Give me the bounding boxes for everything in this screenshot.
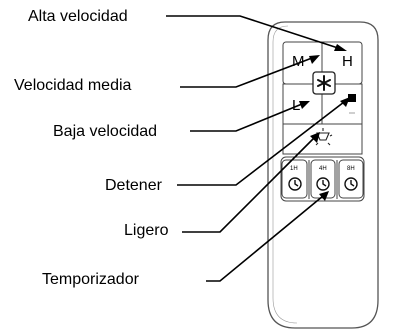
leader-medium-speed xyxy=(180,57,313,88)
timer-button-1h[interactable]: 1H xyxy=(288,166,302,191)
leader-low-speed xyxy=(190,103,303,132)
label-timer: Temporizador xyxy=(42,271,139,288)
stop-square-icon[interactable] xyxy=(348,94,356,102)
high-button-letter[interactable]: H xyxy=(342,53,353,70)
label-high-speed: Alta velocidad xyxy=(28,8,128,25)
fan-button[interactable] xyxy=(312,71,336,95)
arrow-low-speed xyxy=(299,101,310,109)
leader-light xyxy=(182,137,315,233)
leader-stop xyxy=(177,101,345,186)
arrow-timer xyxy=(319,191,329,201)
label-low-speed: Baja velocidad xyxy=(53,123,158,140)
remote-body-inner-edge xyxy=(272,25,298,324)
clock-icon xyxy=(288,177,302,191)
low-button-letter[interactable]: L xyxy=(292,97,300,114)
timer-4h-label: 4H xyxy=(319,166,327,172)
clock-icon xyxy=(344,177,358,191)
arrow-light xyxy=(310,132,320,143)
timer-8h-label: 8H xyxy=(347,166,355,172)
timer-button-4h[interactable]: 4H xyxy=(316,166,330,191)
leader-timer xyxy=(206,195,324,282)
label-medium-speed: Velocidad media xyxy=(14,77,132,94)
arrow-stop xyxy=(340,97,350,107)
medium-button-letter[interactable]: M xyxy=(292,53,305,70)
label-stop: Detener xyxy=(105,177,162,194)
arrowheads xyxy=(299,44,350,201)
timer-button-8h[interactable]: 8H xyxy=(344,166,358,191)
label-light: Ligero xyxy=(124,222,169,239)
arrow-medium-speed xyxy=(309,55,320,64)
fan-icon xyxy=(317,75,331,91)
leader-high-speed xyxy=(166,15,339,49)
timer-1h-label: 1H xyxy=(290,166,298,172)
arrow-high-speed xyxy=(334,44,347,51)
leader-lines xyxy=(166,15,345,282)
clock-icon xyxy=(316,177,330,191)
